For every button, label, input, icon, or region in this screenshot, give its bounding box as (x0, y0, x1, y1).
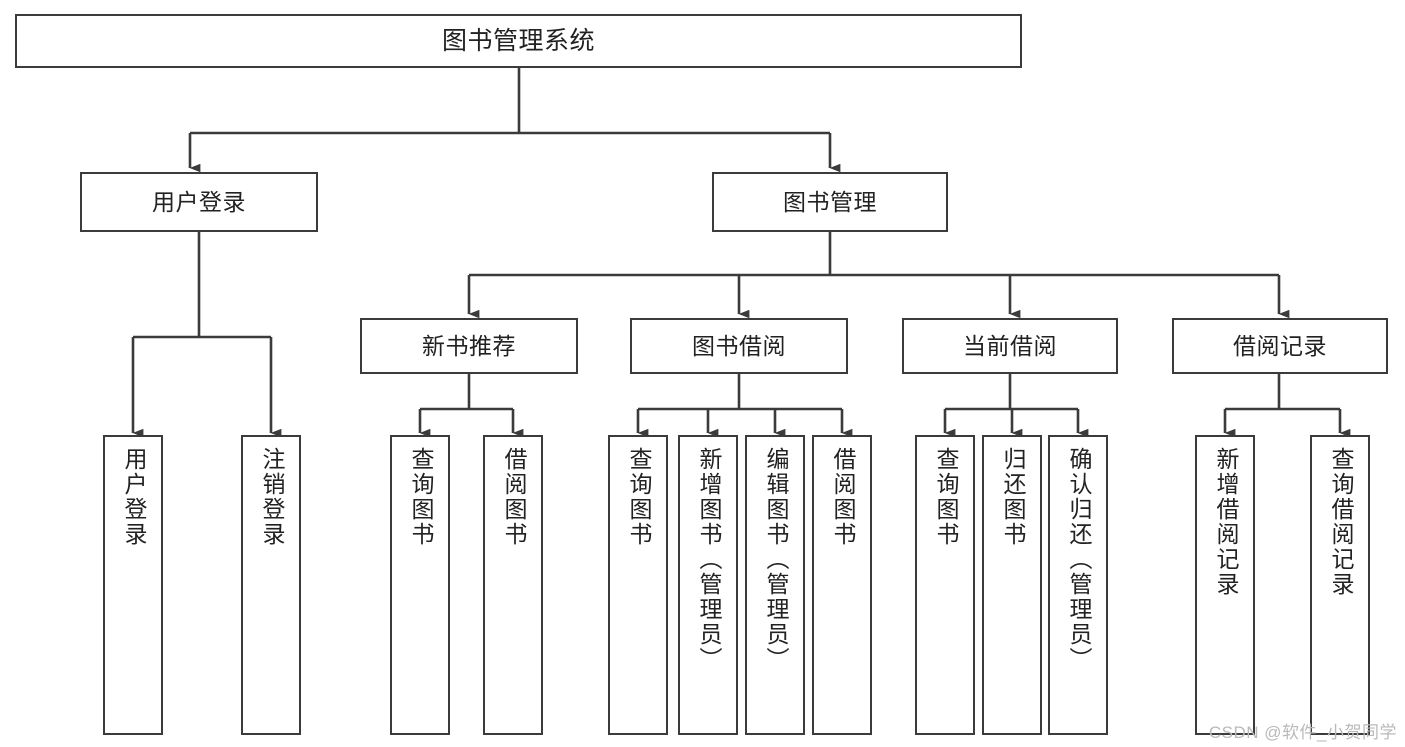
node-current-borrow[interactable]: 当前借阅 (902, 318, 1118, 374)
node-label: 借阅图书 (829, 447, 856, 547)
node-label: 用户登录 (152, 188, 246, 215)
node-label: 当前借阅 (963, 332, 1057, 359)
leaf-confirm-return-admin[interactable]: 确认归还（管理员） (1048, 435, 1108, 735)
node-label: 查询图书 (932, 447, 959, 547)
node-user-login[interactable]: 用户登录 (80, 172, 318, 232)
leaf-edit-book-admin[interactable]: 编辑图书（管理员） (745, 435, 805, 735)
node-label: 新增图书（管理员） (695, 447, 722, 672)
leaf-return-book[interactable]: 归还图书 (982, 435, 1042, 735)
leaf-user-logout[interactable]: 注销登录 (241, 435, 301, 735)
node-label: 新增借阅记录 (1212, 447, 1239, 597)
node-label: 图书借阅 (692, 332, 786, 359)
node-label: 图书管理 (783, 188, 877, 215)
leaf-query-borrow-record[interactable]: 查询借阅记录 (1310, 435, 1370, 735)
node-label: 新书推荐 (422, 332, 516, 359)
node-label: 归还图书 (999, 447, 1026, 547)
node-label: 查询图书 (407, 447, 434, 547)
leaf-add-borrow-record[interactable]: 新增借阅记录 (1195, 435, 1255, 735)
leaf-query-book-borrow[interactable]: 查询图书 (608, 435, 668, 735)
node-label: 用户登录 (120, 447, 147, 547)
node-borrow-record[interactable]: 借阅记录 (1172, 318, 1388, 374)
node-label: 借阅记录 (1233, 332, 1327, 359)
leaf-user-login[interactable]: 用户登录 (103, 435, 163, 735)
leaf-query-book-recommend[interactable]: 查询图书 (390, 435, 450, 735)
leaf-query-book-current[interactable]: 查询图书 (915, 435, 975, 735)
node-new-book-recommend[interactable]: 新书推荐 (360, 318, 578, 374)
node-label: 图书管理系统 (441, 26, 595, 55)
node-label: 查询借阅记录 (1327, 447, 1354, 597)
csdn-watermark: CSDN @软件_小贺同学 (1208, 723, 1397, 742)
leaf-add-book-admin[interactable]: 新增图书（管理员） (678, 435, 738, 735)
node-label: 注销登录 (258, 447, 285, 547)
node-book-management[interactable]: 图书管理 (712, 172, 948, 232)
node-label: 编辑图书（管理员） (762, 447, 789, 672)
node-label: 查询图书 (625, 447, 652, 547)
node-label: 借阅图书 (500, 447, 527, 547)
leaf-borrow-book[interactable]: 借阅图书 (812, 435, 872, 735)
node-root-system[interactable]: 图书管理系统 (15, 14, 1022, 68)
node-book-borrow[interactable]: 图书借阅 (630, 318, 848, 374)
node-label: 确认归还（管理员） (1065, 447, 1092, 672)
leaf-borrow-book-recommend[interactable]: 借阅图书 (483, 435, 543, 735)
